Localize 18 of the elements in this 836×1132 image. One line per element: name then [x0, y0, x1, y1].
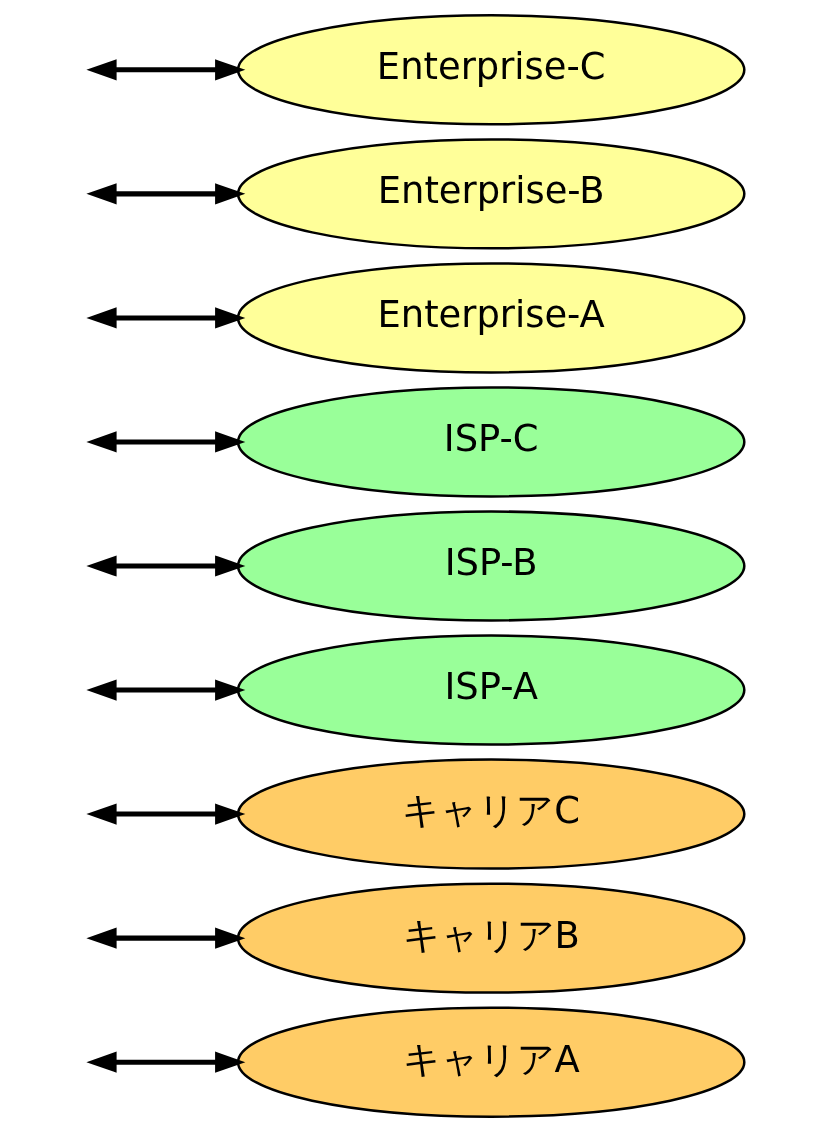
node-ellipse: キャリアB: [236, 882, 746, 994]
node-ellipse: Enterprise-B: [236, 138, 746, 250]
arrow: [85, 59, 245, 81]
arrow: [85, 927, 245, 949]
arrow: [85, 803, 245, 825]
node-ellipse: キャリアC: [236, 758, 746, 870]
arrow: [85, 183, 245, 205]
arrow: [85, 555, 245, 577]
node-ellipse: ISP-C: [236, 386, 746, 498]
node-ellipse: ISP-A: [236, 634, 746, 746]
arrow: [85, 307, 245, 329]
node-ellipse: Enterprise-C: [236, 14, 746, 126]
arrow: [85, 431, 245, 453]
arrow: [85, 1051, 245, 1073]
node-ellipse: Enterprise-A: [236, 262, 746, 374]
node-ellipse: ISP-B: [236, 510, 746, 622]
node-ellipse: キャリアA: [236, 1006, 746, 1118]
arrow: [85, 679, 245, 701]
